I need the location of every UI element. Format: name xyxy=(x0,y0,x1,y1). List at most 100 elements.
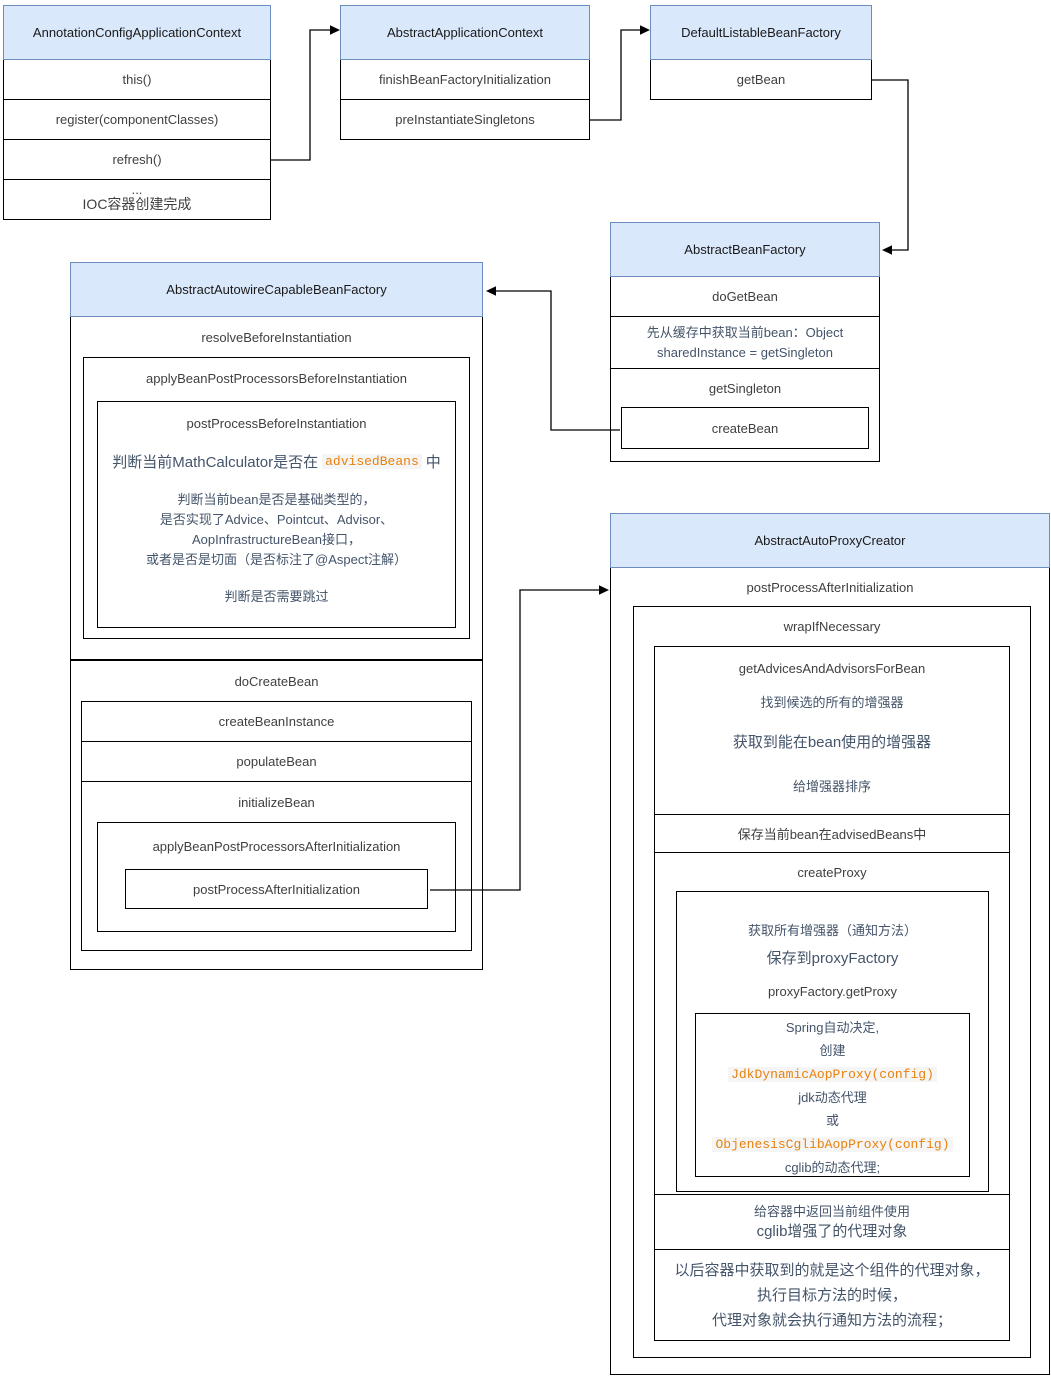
section-do-create-bean: doCreateBean createBeanInstance populate… xyxy=(70,660,483,970)
node-title: AbstractApplicationContext xyxy=(340,5,590,60)
proxy-usage-note-row: 以后容器中获取到的就是这个组件的代理对象， 执行目标方法的时候， 代理对象就会执… xyxy=(655,1250,1009,1340)
advisor-step-line: 获取到能在bean使用的增强器 xyxy=(732,734,932,751)
judge-detail-line: 或者是否是切面（是否标注了@Aspect注解） xyxy=(146,552,407,567)
node-abstract-auto-proxy-creator: AbstractAutoProxyCreator postProcessAfte… xyxy=(610,513,1050,1375)
ellipsis-text: ... xyxy=(131,182,143,197)
create-bean-instance-row: createBeanInstance xyxy=(82,702,471,742)
save-advised-beans-label: 保存当前bean在advisedBeans中 xyxy=(737,827,927,842)
node-title: AbstractBeanFactory xyxy=(610,222,880,277)
connector-pre-instantiate-to-default-listable xyxy=(590,29,641,121)
get-advices-row: getAdvicesAndAdvisorsForBean 找到候选的所有的增强器… xyxy=(655,647,1009,815)
proxy-decision-line: jdk动态代理 xyxy=(798,1090,867,1105)
method-row-finish-bean-factory-initialization: finishBeanFactoryInitialization xyxy=(340,60,590,100)
arrowhead xyxy=(486,286,496,296)
populate-bean-row: populateBean xyxy=(82,742,471,782)
do-create-bean-inner-box: createBeanInstance populateBean initiali… xyxy=(81,701,472,951)
cache-note-line2: sharedInstance = getSingleton xyxy=(657,344,833,360)
row-ioc-complete: ... IOC容器创建完成 xyxy=(3,180,271,220)
wrap-if-necessary-box: wrapIfNecessary getAdvicesAndAdvisorsFor… xyxy=(633,606,1031,1358)
arrowhead xyxy=(330,25,340,35)
arrowhead xyxy=(599,585,609,595)
post-process-after-initialization-label: postProcessAfterInitialization xyxy=(746,579,914,595)
apply-after-initialization-box: applyBeanPostProcessorsAfterInitializati… xyxy=(97,822,456,932)
proxy-factory-get-proxy-line: proxyFactory.getProxy xyxy=(767,984,898,999)
method-row-this: this() xyxy=(3,60,271,100)
method-row-register: register(componentClasses) xyxy=(3,100,271,140)
node-abstract-bean-factory: AbstractBeanFactory doGetBean 先从缓存中获取当前b… xyxy=(610,222,880,462)
proxy-usage-note-line: 代理对象就会执行通知方法的流程； xyxy=(711,1312,952,1329)
apply-before-instantiation-box: applyBeanPostProcessorsBeforeInstantiati… xyxy=(83,357,470,639)
judge-advised-beans-line: 判断当前MathCalculator是否在 advisedBeans 中 xyxy=(98,451,455,472)
jdk-dynamic-aop-proxy-code: JdkDynamicAopProxy(config) xyxy=(728,1067,937,1082)
return-proxy-line: cglib增强了的代理对象 xyxy=(756,1223,908,1240)
node-default-listable-bean-factory: DefaultListableBeanFactory getBean xyxy=(650,5,872,100)
get-singleton-label: getSingleton xyxy=(708,380,782,396)
method-row-refresh: refresh() xyxy=(3,140,271,180)
wrap-inner-stack: getAdvicesAndAdvisorsForBean 找到候选的所有的增强器… xyxy=(654,646,1010,1341)
save-advised-beans-row: 保存当前bean在advisedBeans中 xyxy=(655,815,1009,853)
section-resolve-before-instantiation: resolveBeforeInstantiation applyBeanPost… xyxy=(70,317,483,660)
return-proxy-line: 给容器中返回当前组件使用 xyxy=(753,1204,910,1219)
node-annotation-config-application-context: AnnotationConfigApplicationContext this(… xyxy=(3,5,271,220)
section-get-singleton: getSingleton createBean xyxy=(610,369,880,462)
advisor-step-line: 找到候选的所有的增强器 xyxy=(760,695,904,710)
wrap-if-necessary-label: wrapIfNecessary xyxy=(783,619,881,634)
proxy-decision-line: cglib的动态代理; xyxy=(784,1160,881,1175)
proxy-decision-line: 或 xyxy=(825,1113,839,1128)
initialize-bean-section: initializeBean applyBeanPostProcessorsAf… xyxy=(82,782,471,932)
proxy-decision-line: JdkDynamicAopProxy(config) xyxy=(696,1062,969,1086)
post-process-before-instantiation-label: postProcessBeforeInstantiation xyxy=(186,416,367,431)
arrowhead xyxy=(640,25,650,35)
apply-after-initialization-label: applyBeanPostProcessorsAfterInitializati… xyxy=(152,838,401,854)
node-title: DefaultListableBeanFactory xyxy=(650,5,872,60)
save-to-proxy-factory-line: 保存到proxyFactory xyxy=(766,950,899,967)
row-cache-note: 先从缓存中获取当前bean：Object sharedInstance = ge… xyxy=(610,317,880,369)
ioc-complete-text: IOC容器创建完成 xyxy=(82,196,192,212)
create-proxy-label: createProxy xyxy=(797,864,867,880)
node-abstract-application-context: AbstractApplicationContext finishBeanFac… xyxy=(340,5,590,140)
get-advices-label: getAdvicesAndAdvisorsForBean xyxy=(738,661,926,676)
judge-skip-line: 判断是否需要跳过 xyxy=(224,589,329,604)
method-row-get-bean: getBean xyxy=(650,60,872,100)
node-title: AbstractAutoProxyCreator xyxy=(610,513,1050,568)
do-create-bean-label: doCreateBean xyxy=(234,673,319,689)
get-all-advisors-line: 获取所有增强器（通知方法） xyxy=(747,923,917,938)
create-bean-label: createBean xyxy=(711,420,779,436)
post-process-after-initialization-box: postProcessAfterInitialization xyxy=(125,869,428,909)
connector-refresh-to-abstract-application-context xyxy=(271,29,331,161)
proxy-usage-note-line: 以后容器中获取到的就是这个组件的代理对象， xyxy=(674,1262,990,1279)
advised-beans-code: advisedBeans xyxy=(322,454,422,469)
judge-post-text: 中 xyxy=(425,454,441,471)
resolve-before-instantiation-label: resolveBeforeInstantiation xyxy=(201,329,352,345)
post-process-after-initialization-label: postProcessAfterInitialization xyxy=(193,881,360,897)
method-row-do-get-bean: doGetBean xyxy=(610,277,880,317)
proxy-decision-line: ObjenesisCglibAopProxy(config) xyxy=(696,1132,969,1156)
method-row-pre-instantiate-singletons: preInstantiateSingletons xyxy=(340,100,590,140)
judge-pre-text: 判断当前MathCalculator是否在 xyxy=(112,454,319,471)
judge-detail-line: AopInfrastructureBean接口， xyxy=(191,532,362,547)
return-proxy-row: 给容器中返回当前组件使用 cglib增强了的代理对象 xyxy=(655,1195,1009,1250)
auto-proxy-body: postProcessAfterInitialization wrapIfNec… xyxy=(610,568,1050,1375)
post-process-before-instantiation-box: postProcessBeforeInstantiation 判断当前MathC… xyxy=(97,401,456,628)
advisor-step-line: 给增强器排序 xyxy=(792,779,871,794)
create-proxy-inner-box: 获取所有增强器（通知方法） 保存到proxyFactory proxyFacto… xyxy=(676,891,989,1192)
judge-detail-line: 是否实现了Advice、Pointcut、Advisor、 xyxy=(159,512,394,527)
node-title: AbstractAutowireCapableBeanFactory xyxy=(70,262,483,317)
cache-note-line1: 先从缓存中获取当前bean：Object xyxy=(646,324,844,340)
proxy-decision-box: Spring自动决定, 创建 JdkDynamicAopProxy(config… xyxy=(695,1013,970,1177)
connector-create-bean-to-autowire-factory xyxy=(495,290,620,431)
arrowhead xyxy=(882,245,892,255)
node-abstract-autowire-capable-bean-factory: AbstractAutowireCapableBeanFactory resol… xyxy=(70,262,483,970)
proxy-decision-line: Spring自动决定, xyxy=(785,1020,880,1035)
proxy-decision-line: 创建 xyxy=(819,1043,846,1058)
initialize-bean-label: initializeBean xyxy=(238,794,315,810)
create-proxy-row: createProxy 获取所有增强器（通知方法） 保存到proxyFactor… xyxy=(655,853,1009,1195)
populate-bean-label: populateBean xyxy=(236,754,317,769)
apply-before-instantiation-label: applyBeanPostProcessorsBeforeInstantiati… xyxy=(146,370,407,386)
create-bean-box: createBean xyxy=(621,407,869,449)
judge-detail-block: 判断当前bean是否是基础类型的， 是否实现了Advice、Pointcut、A… xyxy=(98,490,455,570)
node-title: AnnotationConfigApplicationContext xyxy=(3,5,271,60)
create-bean-instance-label: createBeanInstance xyxy=(218,714,335,729)
objenesis-cglib-aop-proxy-code: ObjenesisCglibAopProxy(config) xyxy=(712,1137,953,1152)
